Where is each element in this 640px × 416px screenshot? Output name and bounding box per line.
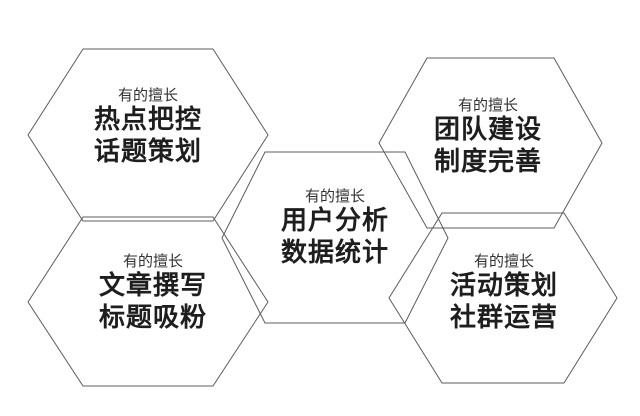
hex-title-line2: 制度完善 xyxy=(433,147,542,177)
hex-title-line2: 数据统计 xyxy=(280,238,389,268)
hex-title-line1: 活动策划 xyxy=(449,271,558,301)
hex-caption: 有的擅长 xyxy=(117,86,178,104)
hex-title-line1: 用户分析 xyxy=(280,206,389,236)
hex-label-team: 有的擅长 团队建设 制度完善 xyxy=(408,96,568,178)
hex-title-line2: 标题吸粉 xyxy=(98,303,207,333)
hex-label-analytics: 有的擅长 用户分析 数据统计 xyxy=(255,187,415,269)
hexagon-operations xyxy=(388,212,618,384)
hexagon-hot-topics xyxy=(27,48,269,222)
hex-caption: 有的擅长 xyxy=(457,96,518,114)
hex-title-line1: 热点把控 xyxy=(93,105,202,135)
hex-label-operations: 有的擅长 活动策划 社群运营 xyxy=(424,252,584,334)
hex-title-line2: 社群运营 xyxy=(449,303,558,333)
hex-title-line2: 话题策划 xyxy=(93,137,202,167)
hex-caption: 有的擅长 xyxy=(304,187,365,205)
hex-title-line1: 文章撰写 xyxy=(98,271,207,301)
hex-caption: 有的擅长 xyxy=(122,252,183,270)
hex-title-line1: 团队建设 xyxy=(433,115,542,145)
hex-label-writing: 有的擅长 文章撰写 标题吸粉 xyxy=(73,252,233,334)
hexagon-writing xyxy=(27,216,269,387)
hex-label-hot-topics: 有的擅长 热点把控 话题策划 xyxy=(68,86,228,168)
hexagon-team xyxy=(378,57,603,229)
hex-caption: 有的擅长 xyxy=(473,252,534,270)
